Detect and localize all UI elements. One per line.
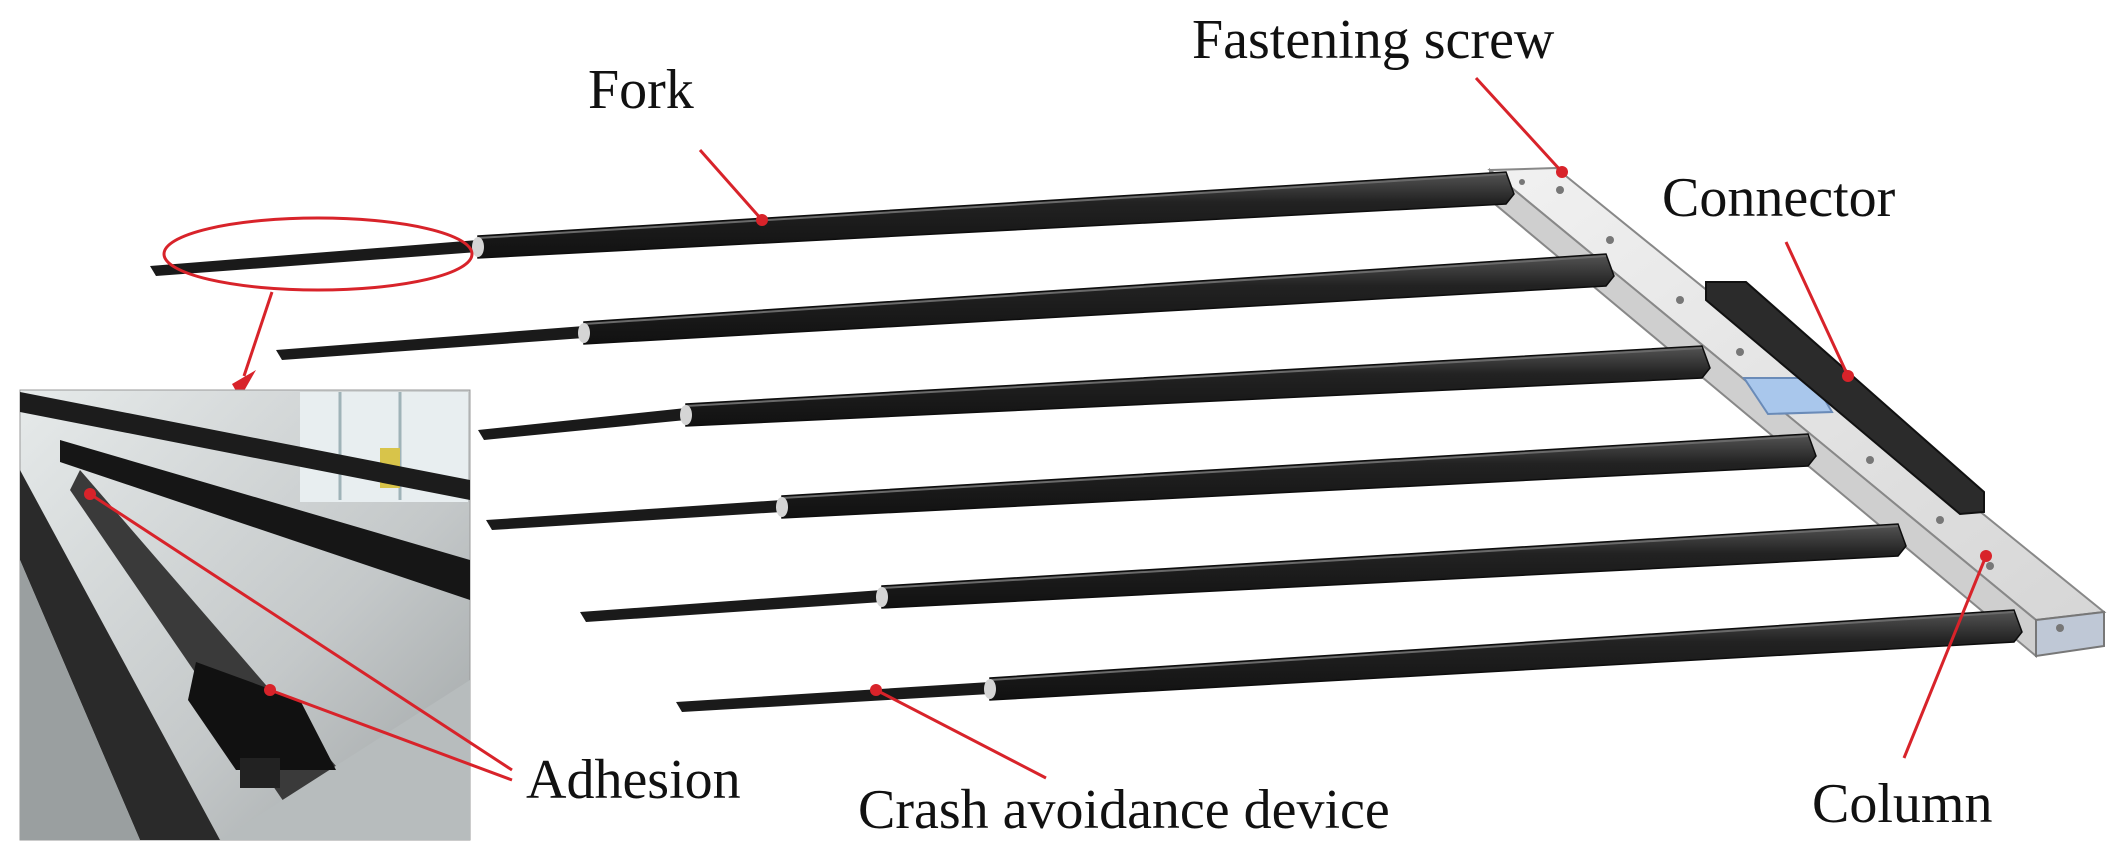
fork-tip bbox=[486, 500, 782, 530]
connector-plate bbox=[1705, 281, 1985, 516]
fork-tip-highlight-ellipse bbox=[162, 216, 474, 292]
leader-lines bbox=[89, 76, 1992, 782]
fork-highlight bbox=[477, 173, 1507, 239]
forks-group bbox=[150, 171, 2023, 712]
crash-avoidance-pad bbox=[578, 323, 590, 343]
fork-5 bbox=[580, 523, 1907, 622]
column-beam bbox=[1487, 166, 2107, 659]
fork-body bbox=[583, 253, 1615, 345]
crash-avoidance-pad bbox=[776, 497, 788, 517]
fork-tip bbox=[276, 326, 584, 360]
leader-adhesion-1 bbox=[89, 492, 513, 772]
fork-tip bbox=[150, 240, 478, 276]
fork-highlight bbox=[881, 525, 1899, 589]
fork-body bbox=[685, 345, 1711, 427]
crash-avoidance-pad bbox=[680, 405, 692, 425]
fork-body bbox=[477, 171, 1515, 259]
fork-body bbox=[881, 523, 1907, 609]
label-fastening-screw: Fastening screw bbox=[1192, 9, 1555, 71]
fork-6 bbox=[676, 609, 2023, 712]
label-fork: Fork bbox=[588, 59, 694, 121]
fork-body bbox=[989, 609, 2023, 701]
leader-column bbox=[1902, 555, 1988, 759]
fork-tip bbox=[676, 682, 990, 712]
zoom-arrow-line bbox=[242, 291, 274, 377]
fork-tip bbox=[580, 590, 882, 622]
crash-avoidance-pad bbox=[876, 587, 888, 607]
fork-1 bbox=[150, 171, 1515, 276]
leader-fork bbox=[698, 149, 764, 221]
fork-tip bbox=[478, 408, 686, 440]
fork-4 bbox=[486, 433, 1817, 530]
leader-crash-avoidance bbox=[875, 688, 1047, 780]
fork-highlight bbox=[781, 435, 1809, 499]
leader-adhesion-2 bbox=[269, 688, 513, 782]
fork-highlight bbox=[583, 255, 1607, 325]
leader-fastening-screw bbox=[1474, 76, 1564, 174]
crash-avoidance-pad bbox=[472, 237, 484, 257]
leader-connector bbox=[1784, 241, 1850, 377]
label-crash-avoidance-device: Crash avoidance device bbox=[858, 779, 1390, 841]
crash-avoidance-pad bbox=[984, 679, 996, 699]
label-connector: Connector bbox=[1662, 167, 1896, 229]
fork-highlight bbox=[685, 347, 1703, 407]
fork-highlight bbox=[989, 611, 2015, 681]
fork-3 bbox=[478, 345, 1711, 440]
label-adhesion: Adhesion bbox=[526, 749, 741, 811]
adhesion-photo-inset bbox=[19, 389, 471, 841]
fork-2 bbox=[276, 253, 1615, 360]
fork-body bbox=[781, 433, 1817, 519]
label-column: Column bbox=[1812, 773, 1993, 835]
